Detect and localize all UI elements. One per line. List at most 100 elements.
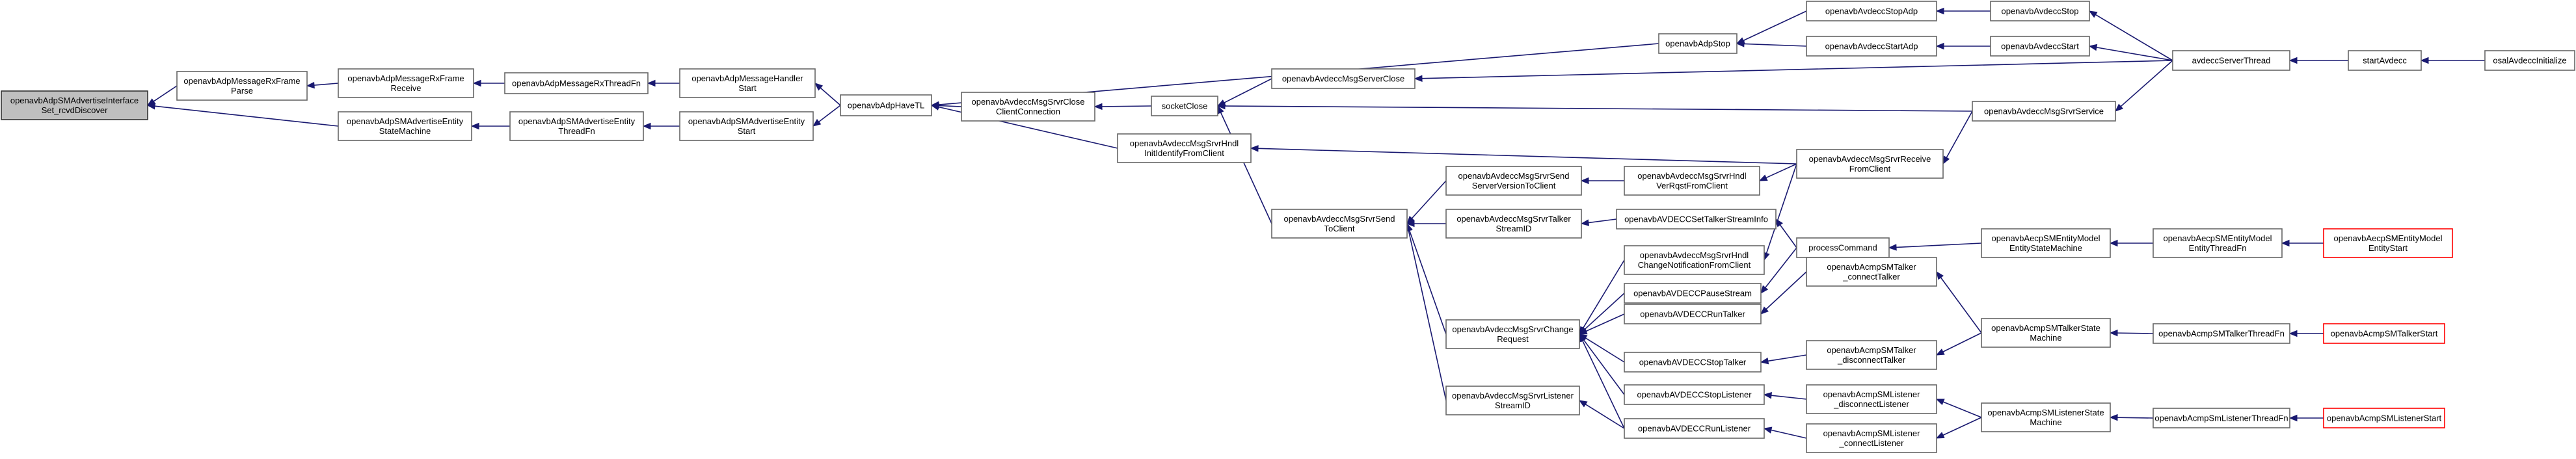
arrowhead: [2288, 57, 2298, 64]
node-socketclose[interactable]: socketClose: [1151, 96, 1218, 116]
node-label: openavbAcmpSMListenerStart: [2327, 413, 2442, 423]
arrowhead: [2420, 57, 2429, 64]
node-label: FromClient: [1849, 164, 1891, 174]
node-processcmd[interactable]: processCommand: [1796, 237, 1890, 258]
node-sendver[interactable]: openavbAvdeccMsgSrvrSendServerVersionToC…: [1445, 166, 1582, 196]
node-dlistener[interactable]: openavbAcmpSMListener_disconnectListener: [1806, 384, 1937, 414]
node-label: Machine: [2030, 333, 2061, 343]
arrowhead: [812, 118, 822, 127]
node-srvrservice[interactable]: openavbAvdeccMsgSrvrService: [1972, 101, 2116, 122]
edge-serverthread-to-srvrservice: [2120, 60, 2173, 107]
node-stopadp[interactable]: openavbAvdeccStopAdp: [1806, 1, 1937, 21]
node-label: openavbAecpSMEntityModel: [2164, 233, 2272, 243]
node-runlistener[interactable]: openavbAVDECCRunListener: [1624, 418, 1765, 439]
node-havetl[interactable]: openavbAdpHaveTL: [840, 94, 932, 116]
node-box: [2172, 50, 2290, 71]
node-box: [1990, 36, 2090, 57]
node-box: [1624, 283, 1762, 304]
node-avdeccstart[interactable]: openavbAvdeccStart: [1990, 36, 2090, 57]
edge-closeconn-to-havetl: [938, 105, 962, 107]
node-ctalker[interactable]: openavbAcmpSMTalker_connectTalker: [1806, 257, 1937, 287]
arrowhead: [1216, 102, 1226, 110]
node-stoptalker[interactable]: openavbAVDECCStopTalker: [1624, 352, 1762, 373]
arrowhead: [2288, 414, 2298, 422]
node-label: openavbAvdeccMsgSrvrReceive: [1809, 154, 1931, 164]
node-closeconn[interactable]: openavbAvdeccMsgSrvrCloseClientConnectio…: [961, 92, 1095, 122]
edge-listenerstreamid-to-sendtoclient: [1408, 230, 1447, 401]
node-startavdecc[interactable]: startAvdecc: [2348, 50, 2422, 71]
node-init[interactable]: osalAvdeccInitialize: [2484, 50, 2575, 71]
node-clistener[interactable]: openavbAcmpSMListener_connectListener: [1806, 423, 1937, 453]
arrowhead: [1888, 244, 1897, 251]
edge-stoptalker-to-changereq: [1585, 337, 1625, 363]
node-label: openavbAvdeccMsgSrvrHndl: [1640, 250, 1749, 260]
node-listenerstart[interactable]: openavbAcmpSMListenerStart: [2323, 408, 2445, 428]
node-serverthread[interactable]: avdeccServerThread: [2172, 50, 2290, 71]
node-runtalker[interactable]: openavbAVDECCRunTalker: [1624, 304, 1762, 324]
node-talkerthread[interactable]: openavbAcmpSMTalkerThreadFn: [2153, 323, 2290, 344]
node-label: openavbAcmpSMListener: [1823, 428, 1921, 438]
node-adpstop[interactable]: openavbAdpStop: [1658, 33, 1737, 54]
edge-talkerthread-to-talkersm: [2117, 332, 2154, 334]
arrowhead: [2109, 413, 2118, 421]
node-label: _disconnectTalker: [1837, 355, 1906, 365]
edge-talkersm-to-ctalker: [1940, 277, 1982, 334]
arrowhead: [306, 81, 315, 89]
node-chgnotif[interactable]: openavbAvdeccMsgSrvrHndlChangeNotificati…: [1624, 245, 1765, 275]
node-pause[interactable]: openavbAVDECCPauseStream: [1624, 283, 1762, 304]
node-label: openavbAvdeccMsgSrvrHndl: [1637, 171, 1747, 181]
edge-srvrservice-to-socketclose: [1224, 105, 1973, 112]
node-box: [840, 94, 932, 116]
node-label: openavbAcmpSMTalker: [1827, 345, 1916, 355]
arrowhead: [930, 103, 940, 111]
node-label: openavbAcmpSMTalkerStart: [2331, 329, 2438, 339]
node-verrqst[interactable]: openavbAvdeccMsgSrvrHndlVerRqstFromClien…: [1624, 166, 1760, 196]
node-aecpentity[interactable]: openavbAecpSMEntityModelEntityStateMachi…: [1981, 228, 2111, 258]
node-box: [2153, 228, 2283, 258]
node-startadp[interactable]: openavbAvdeccStartAdp: [1806, 36, 1937, 57]
node-box: [1806, 384, 1937, 414]
node-rxthread[interactable]: openavbAdpMessageRxThreadFn: [504, 72, 649, 94]
node-label: openavbAdpSMAdvertiseEntity: [518, 116, 636, 126]
node-label: ThreadFn: [558, 126, 595, 136]
edge-srvrreceive-to-verrqst: [1765, 163, 1797, 179]
node-dtalker[interactable]: openavbAcmpSMTalker_disconnectTalker: [1806, 340, 1937, 370]
node-label: openavbAdpSMAdvertiseInterface: [10, 96, 139, 105]
node-hndlinit[interactable]: openavbAvdeccMsgSrvrHndlInitIdentifyFrom…: [1117, 133, 1252, 163]
edge-srvrservice-to-srvrreceive: [1946, 111, 1973, 158]
node-listenerthread[interactable]: openavbAcmpSmListenerThreadFn: [2153, 408, 2290, 428]
node-stoplistener[interactable]: openavbAVDECCStopListener: [1624, 384, 1765, 405]
node-label: socketClose: [1162, 101, 1208, 111]
node-box: [1271, 209, 1408, 239]
arrowhead: [1935, 432, 1945, 439]
node-serverclose[interactable]: openavbAvdeccMsgServerClose: [1271, 68, 1415, 89]
edge-srvrreceive-to-hndlinit: [1257, 148, 1797, 164]
edge-runlistener-to-changereq: [1582, 340, 1625, 429]
node-box: [2153, 408, 2290, 428]
edge-talkersm-to-dtalker: [1942, 332, 1982, 352]
node-box: [1981, 318, 2111, 348]
edge-startadp-to-adpstop: [1743, 43, 1807, 47]
node-label: openavbAdpHaveTL: [848, 101, 925, 111]
node-talkerstart[interactable]: openavbAcmpSMTalkerStart: [2323, 323, 2445, 344]
node-label: openavbAvdeccMsgSrvrListener: [1452, 391, 1574, 400]
node-root[interactable]: openavbAdpSMAdvertiseInterfaceSet_rcvdDi…: [1, 90, 148, 120]
node-box: [1624, 304, 1762, 324]
node-settalker[interactable]: openavbAVDECCSetTalkerStreamInfo: [1616, 209, 1777, 230]
node-avdeccstop[interactable]: openavbAvdeccStop: [1990, 1, 2090, 21]
